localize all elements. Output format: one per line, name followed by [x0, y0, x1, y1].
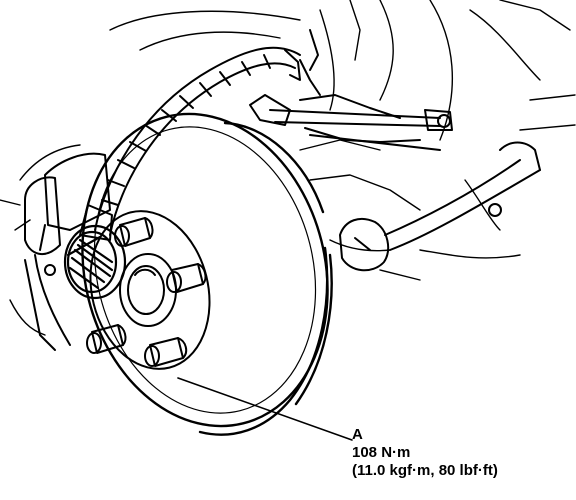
dust-cap [63, 224, 127, 300]
brake-disc [81, 112, 333, 436]
wheel-stud [114, 217, 154, 247]
torque-value-alternate: (11.0 kgf·m, 80 lbf·ft) [352, 462, 498, 479]
wrench-tool [249, 29, 453, 151]
wheel-stud [166, 263, 207, 293]
torque-value-metric: 108 N·m [352, 444, 411, 461]
suspension-background [0, 0, 576, 336]
tie-rod [339, 141, 541, 272]
brake-caliper [24, 152, 111, 351]
callout-leader-line [177, 377, 353, 441]
wheel-stud [86, 324, 127, 354]
callout-letter: A [352, 426, 363, 443]
torque-callout: A 108 N·m (11.0 kgf·m, 80 lbf·ft) [352, 426, 498, 480]
wheel-studs [86, 217, 207, 367]
brake-hose [79, 46, 301, 241]
wheel-stud [144, 337, 188, 367]
